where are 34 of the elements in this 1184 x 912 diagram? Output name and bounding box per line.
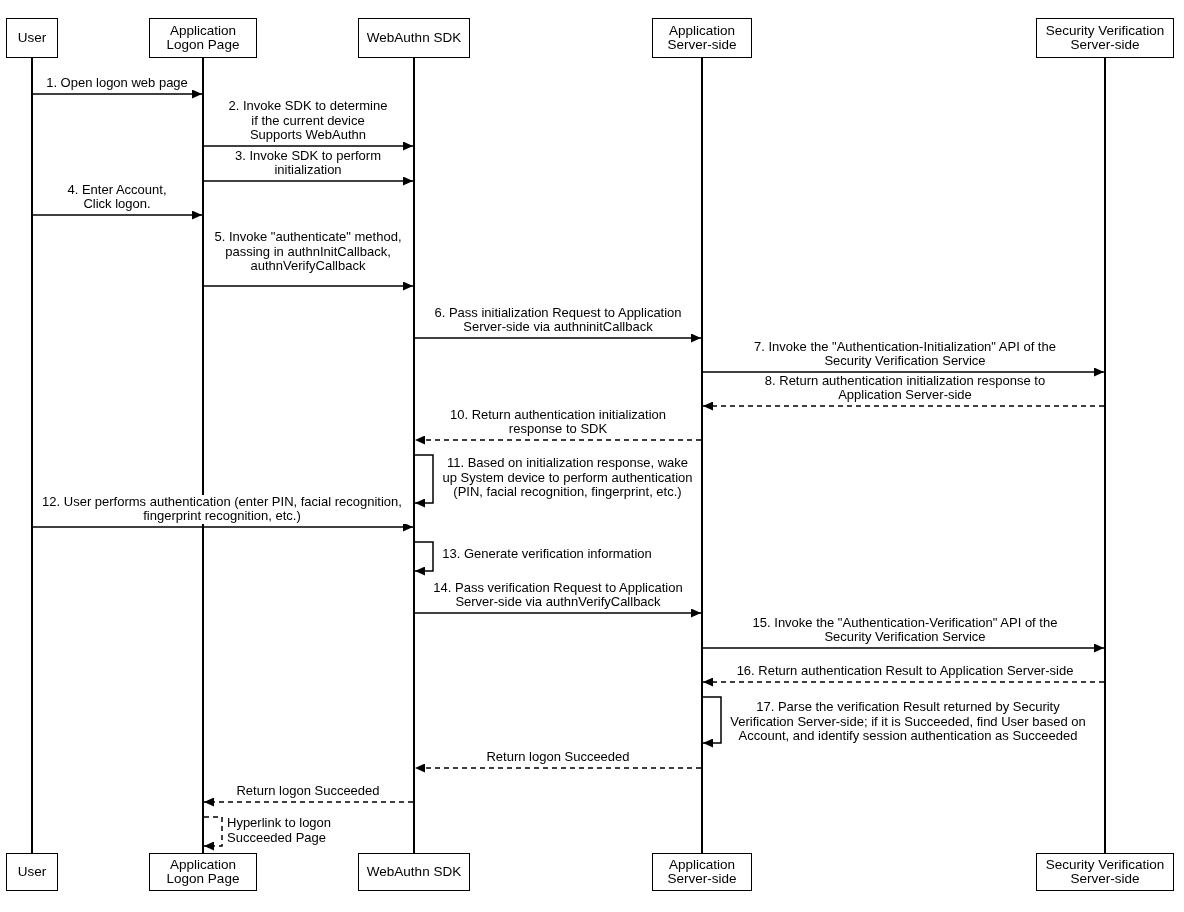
return-arrow — [702, 401, 1105, 411]
self-message-arrow — [414, 454, 434, 508]
participant-box: WebAuthn SDK — [358, 18, 470, 58]
participant-box: Application Logon Page — [149, 853, 257, 891]
message-arrow — [203, 176, 414, 186]
self-message-arrow — [414, 541, 434, 576]
message-arrow — [32, 522, 414, 532]
message-arrow — [203, 141, 414, 151]
lifeline — [31, 58, 33, 853]
message-arrow — [32, 89, 203, 99]
message-arrow — [702, 643, 1105, 653]
self-message-arrow — [702, 696, 722, 748]
participant-box: WebAuthn SDK — [358, 853, 470, 891]
return-arrow — [414, 435, 702, 445]
participant-box: User — [6, 18, 58, 58]
return-arrow — [414, 763, 702, 773]
message-arrow — [414, 333, 702, 343]
lifeline — [202, 58, 204, 853]
message-arrow — [702, 367, 1105, 377]
participant-box: Security Verification Server-side — [1036, 853, 1174, 891]
participant-box: Application Server-side — [652, 853, 752, 891]
participant-box: Application Logon Page — [149, 18, 257, 58]
message-arrow — [203, 281, 414, 291]
lifeline — [701, 58, 703, 853]
lifeline — [1104, 58, 1106, 853]
participant-box: Security Verification Server-side — [1036, 18, 1174, 58]
participant-box: User — [6, 853, 58, 891]
return-arrow — [702, 677, 1105, 687]
return-arrow — [203, 797, 414, 807]
lifeline — [413, 58, 415, 853]
message-arrow — [414, 608, 702, 618]
message-arrow — [32, 210, 203, 220]
participant-box: Application Server-side — [652, 18, 752, 58]
self-message-arrow — [203, 816, 223, 851]
